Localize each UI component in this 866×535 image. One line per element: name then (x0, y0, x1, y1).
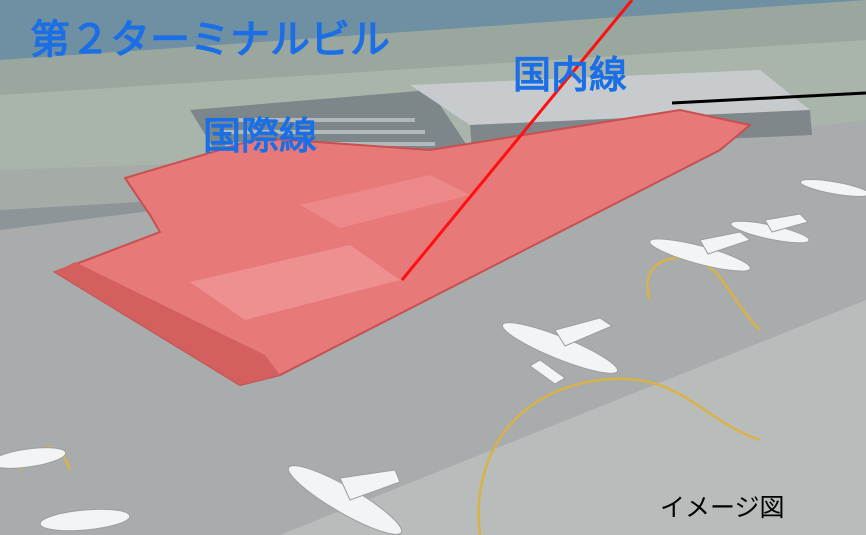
apron-light (280, 300, 866, 535)
domestic-label: 国内線 (513, 53, 628, 97)
airplane-icon (0, 447, 67, 469)
airplane-icon (800, 179, 866, 197)
international-terminal-highlight (52, 108, 753, 387)
airplane-icon (649, 231, 752, 272)
airplane-icon (287, 465, 403, 535)
image-note: イメージ図 (660, 493, 785, 522)
domestic-pointer-line (671, 91, 866, 105)
airplane-icon (730, 213, 810, 244)
airplane-icon (501, 317, 619, 385)
international-label: 国際線 (203, 114, 318, 158)
airplane-icon (39, 508, 131, 532)
terminal-title: 第２ターミナルビル (30, 17, 390, 63)
international-pointer-line (400, 0, 634, 281)
domestic-terminal-roof (410, 70, 810, 125)
